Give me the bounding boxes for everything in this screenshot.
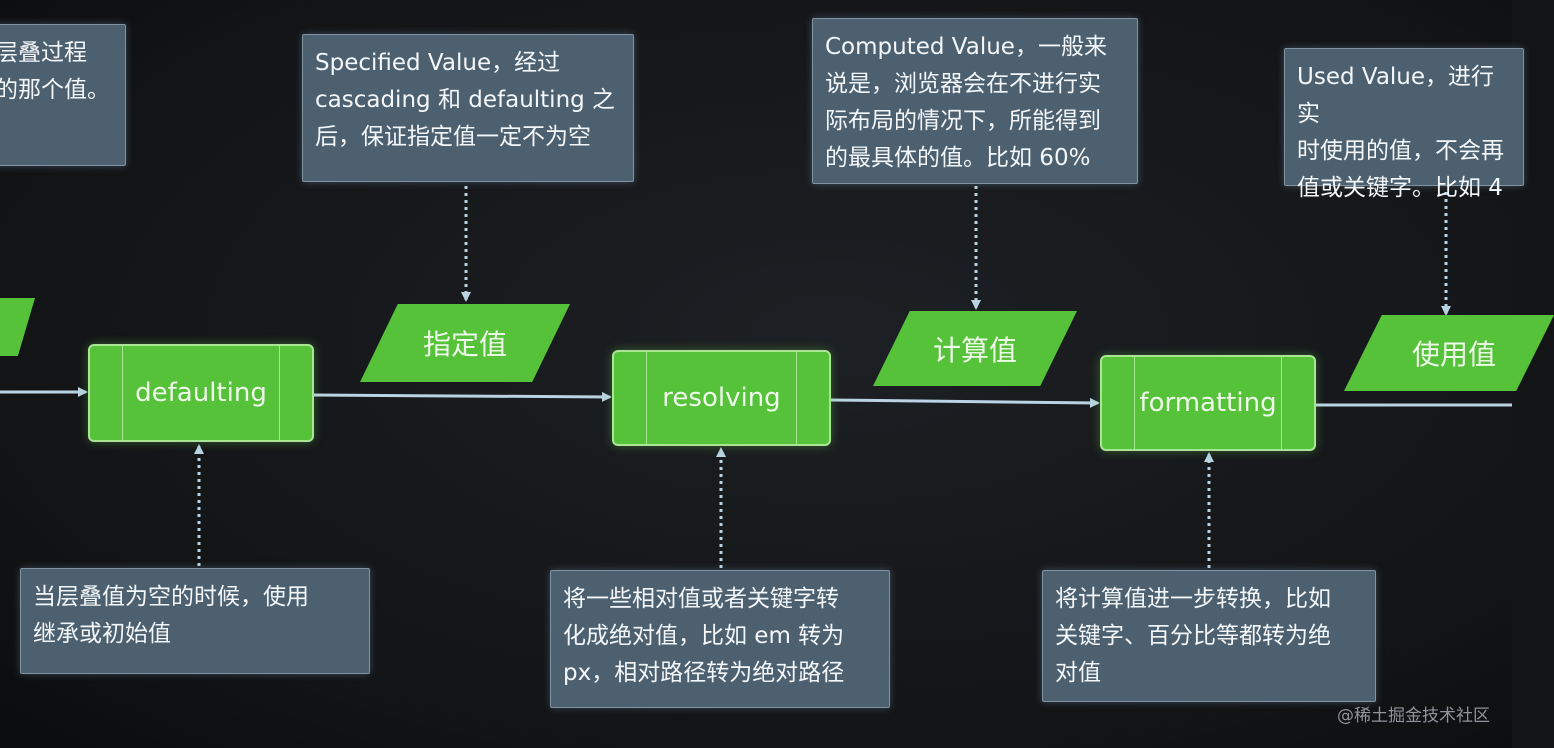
note-specified-value: Specified Value，经过 cascading 和 defaultin… bbox=[302, 34, 634, 182]
note-defaulting: 当层叠值为空的时候，使用 继承或初始值 bbox=[20, 568, 370, 674]
flow-arrow-into-resolving bbox=[313, 391, 612, 402]
note-top-left: 层叠过程 的那个值。 bbox=[0, 24, 126, 166]
value-specified: 指定值 bbox=[360, 304, 570, 382]
connectors bbox=[0, 186, 1512, 568]
note-used-value: Used Value，进行实 时使用的值，不会再 值或关键字。比如 4 bbox=[1284, 48, 1524, 201]
watermark: @稀土掘金技术社区 bbox=[1337, 706, 1490, 726]
process-defaulting: defaulting bbox=[88, 344, 314, 442]
note-computed-value: Computed Value，一般来 说是，浏览器会在不进行实 际布局的情况下，… bbox=[812, 18, 1138, 184]
process-resolving: resolving bbox=[612, 350, 831, 446]
flow-arrow-into-formatting bbox=[830, 397, 1100, 408]
process-formatting: formatting bbox=[1100, 355, 1316, 451]
note-formatting: 将计算值进一步转换，比如 关键字、百分比等都转为绝 对值 bbox=[1042, 570, 1376, 702]
value-used: 使用值 bbox=[1344, 315, 1554, 391]
value-computed: 计算值 bbox=[873, 311, 1077, 386]
note-resolving: 将一些相对值或者关键字转 化成绝对值，比如 em 转为 px，相对路径转为绝对路… bbox=[550, 570, 890, 708]
